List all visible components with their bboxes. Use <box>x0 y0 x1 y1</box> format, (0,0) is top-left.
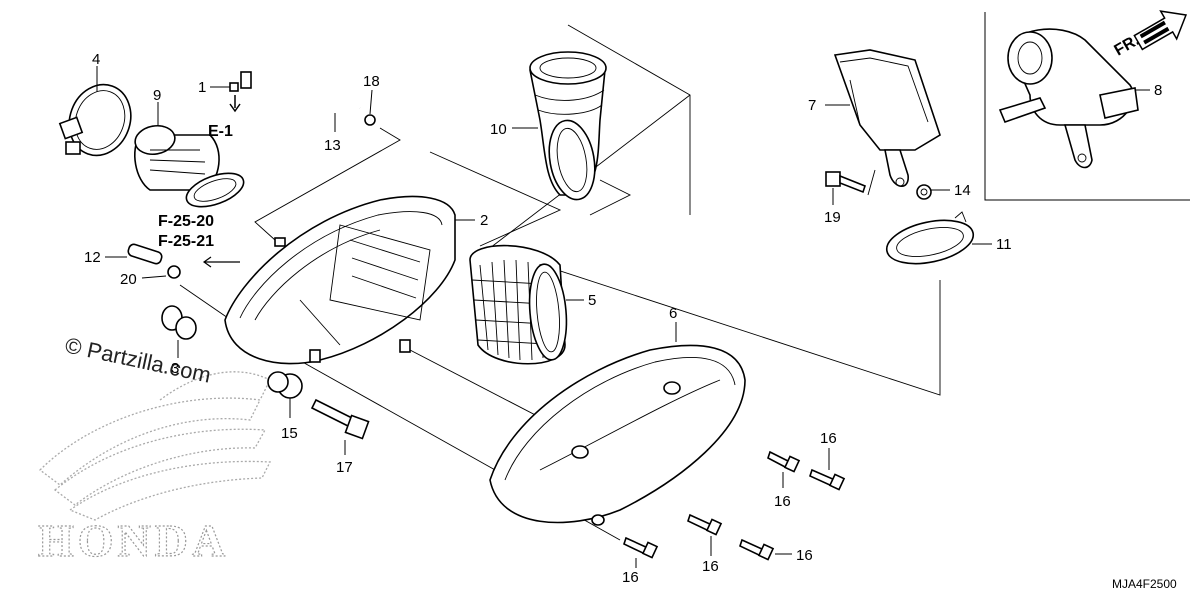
callout-18: 18 <box>363 73 380 90</box>
ref-e1: E-1 <box>208 123 233 140</box>
arrow-down-icon <box>229 95 241 113</box>
callout-6: 6 <box>669 305 677 322</box>
part-12-drain-tube <box>127 243 163 265</box>
part-16-screws <box>623 450 846 561</box>
arrow-left-icon <box>202 256 240 268</box>
screw-a <box>767 450 801 473</box>
part-4-clamp <box>58 83 132 157</box>
callout-1: 1 <box>198 79 206 96</box>
part-6-cover <box>489 344 746 526</box>
screw-e <box>623 536 659 559</box>
partzilla-watermark: © Partzilla.com <box>63 332 213 387</box>
part-15-collar <box>267 371 303 399</box>
part-20-clip <box>167 265 181 279</box>
callout-17: 17 <box>336 459 353 476</box>
callout-9: 9 <box>153 87 161 104</box>
diagram-code: MJA4F2500 <box>1112 577 1177 591</box>
part-7-duct <box>833 49 941 196</box>
callout-5: 5 <box>588 292 596 309</box>
ref-f2520: F-25-20 <box>158 213 214 230</box>
part-14-nut <box>916 184 932 200</box>
callout-10: 10 <box>490 121 507 138</box>
callout-3: 3 <box>171 360 179 377</box>
callout-4: 4 <box>92 51 100 68</box>
callout-16-a: 16 <box>774 493 791 510</box>
part-1-clip <box>229 82 239 92</box>
callout-15: 15 <box>281 425 298 442</box>
inset-box: FR. 8 <box>984 10 1190 201</box>
screw-c <box>687 513 723 536</box>
part-11-seal <box>885 211 975 265</box>
part-5-filter-element <box>469 244 568 365</box>
callout-12: 12 <box>84 249 101 266</box>
callout-2: 2 <box>480 212 488 229</box>
front-arrow-icon <box>1133 10 1188 51</box>
part-2-air-cleaner-case <box>224 195 456 365</box>
callout-16-e: 16 <box>622 569 639 586</box>
callout-16-d: 16 <box>796 547 813 564</box>
honda-logo: HONDA <box>37 371 272 567</box>
part-10-intake-funnel <box>529 51 607 201</box>
callout-7: 7 <box>808 97 816 114</box>
callout-16-c: 16 <box>702 558 719 575</box>
callout-20: 20 <box>120 271 137 288</box>
callout-19: 19 <box>824 209 841 226</box>
screw-b <box>809 468 846 491</box>
guide-lines <box>179 24 941 541</box>
callout-13: 13 <box>324 137 341 154</box>
callout-8: 8 <box>1154 82 1162 99</box>
part-3-grommet <box>161 305 197 340</box>
callout-11: 11 <box>996 236 1012 253</box>
part-18-clip <box>364 114 376 126</box>
part-13-breather-hose <box>240 27 361 111</box>
callout-14: 14 <box>954 182 971 199</box>
honda-wing-icon <box>39 371 272 521</box>
part-17-bolt <box>310 398 370 440</box>
part-19-bolt <box>825 171 866 194</box>
honda-logo-text: HONDA <box>38 515 229 566</box>
part-8-inset-duct <box>998 28 1139 169</box>
callout-16-b: 16 <box>820 430 837 447</box>
screw-d <box>739 538 775 561</box>
part-9-tube <box>134 124 245 208</box>
ref-f2521: F-25-21 <box>158 233 214 250</box>
